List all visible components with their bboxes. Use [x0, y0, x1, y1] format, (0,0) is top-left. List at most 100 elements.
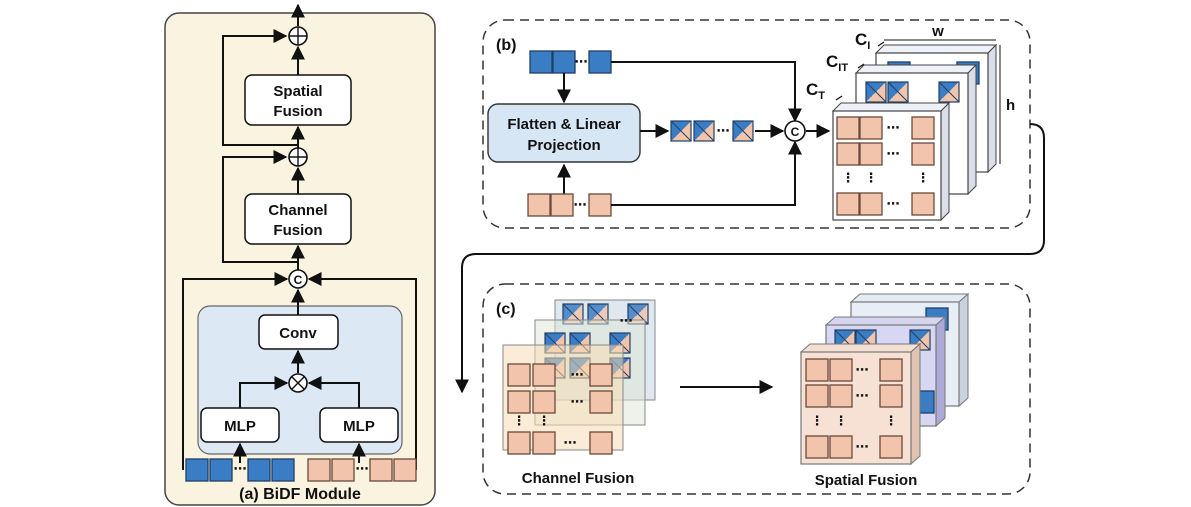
spatial-token — [829, 435, 853, 459]
spatial-vdots: ⋮ — [835, 413, 848, 428]
panel-c-border — [482, 283, 1031, 495]
image-text-token — [732, 120, 754, 142]
channel-token — [589, 363, 613, 387]
spatial-vdots: ⋮ — [885, 413, 898, 428]
channel-fusion-label-1: Channel — [268, 202, 327, 219]
panel-b: (b) ⋯ Flatten & Linear Projection ⋯ — [482, 19, 1031, 229]
concat-symbol-a: C — [294, 273, 303, 287]
text-feature — [859, 192, 883, 216]
spatial-vdots: ⋮ — [811, 413, 824, 428]
multiply-circle — [288, 373, 308, 393]
panel-c-tag: (c) — [496, 301, 516, 318]
feature-vdots: ⋮ — [865, 170, 878, 185]
spatial-token — [805, 358, 829, 382]
text-feature — [836, 142, 860, 166]
text-feature — [836, 192, 860, 216]
panel-c: (c) — [482, 283, 1031, 495]
skip-blue-tokens — [182, 272, 289, 470]
channel-token — [507, 431, 531, 455]
channel-fusion-box: Channel Fusion — [244, 193, 352, 245]
image-token — [529, 50, 553, 74]
spatial-fusion-caption: Spatial Fusion — [815, 472, 918, 489]
token-dots: ⋯ — [234, 461, 247, 476]
cube-dots: ⋯ — [620, 313, 633, 328]
text-token — [527, 193, 551, 217]
spatial-fusion-stack: ⋯ ⋯ ⋮ ⋮ ⋮ ⋯ — [799, 292, 970, 466]
text-token — [331, 458, 355, 482]
image-text-feature — [938, 81, 960, 103]
panel-b-tag: (b) — [496, 37, 516, 54]
arrow-image-to-concat — [611, 61, 802, 123]
text-feature — [911, 192, 935, 216]
mlp-right-label: MLP — [343, 418, 375, 435]
spatial-fusion-label-1: Spatial — [273, 83, 322, 100]
image-token-sequence-a: ⋯ — [185, 458, 295, 482]
skip-salmon-tokens — [307, 272, 417, 470]
spatial-fusion-box: Spatial Fusion — [244, 74, 352, 126]
spatial-token — [879, 384, 903, 408]
add-circle-top — [288, 26, 308, 46]
concat-symbol-b: C — [791, 125, 800, 139]
text-feature — [836, 116, 860, 140]
add-circle-middle — [288, 147, 308, 167]
spatial-token — [879, 358, 903, 382]
cube-dots: ⋯ — [571, 367, 584, 382]
spatial-token — [829, 358, 853, 382]
flatten-label-2: Projection — [527, 137, 600, 154]
text-token — [588, 193, 612, 217]
text-feature — [859, 116, 883, 140]
token-dots: ⋯ — [356, 461, 369, 476]
image-text-feature — [887, 81, 909, 103]
channel-fusion-caption: Channel Fusion — [522, 470, 635, 487]
mlp-right-box: MLP — [319, 407, 399, 443]
residual-spatial — [222, 29, 298, 146]
conv-label: Conv — [279, 325, 317, 342]
image-token-sequence-b: ⋯ — [529, 50, 612, 74]
text-feature — [911, 142, 935, 166]
dim-cit: CIT — [826, 52, 848, 74]
token-dots: ⋯ — [575, 54, 588, 69]
channel-token — [507, 390, 531, 414]
channel-token — [532, 431, 556, 455]
feature-layer-ct: ⋯ ⋯ ⋮ ⋮ ⋮ ⋯ — [831, 101, 951, 222]
arrow-text-to-concat — [611, 140, 802, 206]
text-token-sequence-b: ⋯ — [527, 193, 612, 217]
cube-dots: ⋯ — [564, 435, 577, 450]
text-token-sequence-a: ⋯ — [307, 458, 417, 482]
spatial-fusion-label-2: Fusion — [273, 103, 322, 120]
spatial-token — [805, 384, 829, 408]
spatial-token — [879, 435, 903, 459]
mlp-left-box: MLP — [200, 407, 280, 443]
cube-vdots: ⋮ — [538, 413, 551, 428]
panel-a-bidf-module: Spatial Fusion Channel Fusion C — [164, 3, 436, 506]
spatial-dots: ⋯ — [856, 439, 869, 454]
residual-channel — [222, 150, 298, 263]
token-dots: ⋯ — [717, 123, 730, 138]
connector-b-to-c — [455, 123, 1045, 394]
dim-h: h — [1006, 97, 1015, 114]
feature-dots: ⋯ — [887, 146, 900, 161]
text-token — [393, 458, 417, 482]
feature-vdots: ⋮ — [917, 170, 930, 185]
dim-w: w — [931, 23, 944, 40]
channel-token — [507, 363, 531, 387]
feature-dots: ⋯ — [887, 120, 900, 135]
arrow-mlp-right-to-mult — [307, 376, 360, 408]
feature-vdots: ⋮ — [842, 170, 855, 185]
text-token — [550, 193, 574, 217]
mlp-left-label: MLP — [224, 418, 256, 435]
feature-map-stack: ⋯ ⋯ ⋮ ⋮ ⋮ ⋯ CI CIT CT w h — [806, 23, 1015, 222]
spatial-dots: ⋯ — [856, 388, 869, 403]
channel-token — [589, 390, 613, 414]
channel-fusion-cube: ⋯ ⋮ ⋮ ⋯ ⋯ ⋯ — [502, 299, 656, 455]
conv-box: Conv — [258, 314, 339, 350]
text-feature — [859, 142, 883, 166]
text-token — [369, 458, 393, 482]
spatial-dots: ⋯ — [856, 362, 869, 377]
dim-ci: CI — [855, 30, 870, 52]
spatial-token — [829, 384, 853, 408]
channel-fusion-label-2: Fusion — [273, 222, 322, 239]
image-text-token — [670, 120, 692, 142]
arrow-mlp-left-to-mult — [239, 376, 289, 408]
